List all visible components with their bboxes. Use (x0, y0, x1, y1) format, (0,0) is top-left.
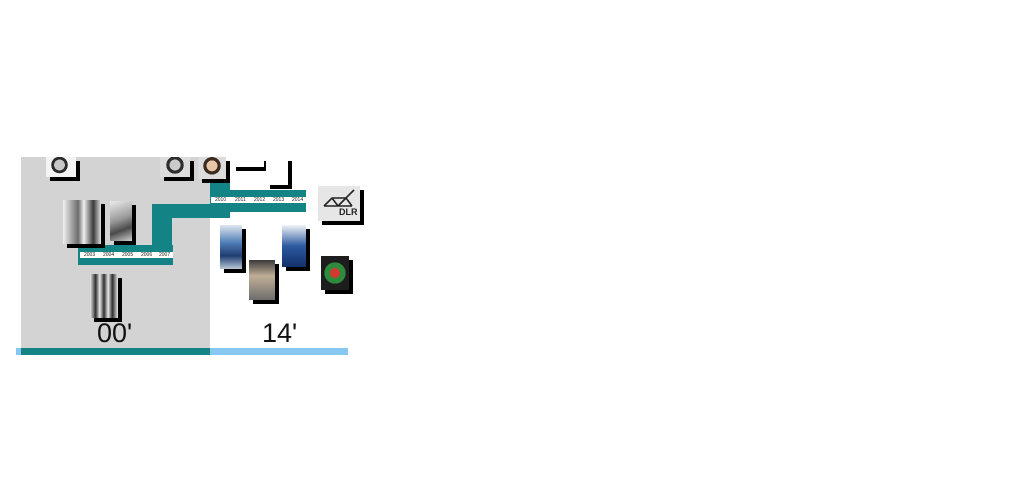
year-label: 2006 (141, 252, 153, 258)
dlr-logo-icon (323, 189, 355, 207)
timeline-lower-years: 2003 2004 2005 2006 2007 (80, 252, 173, 258)
era-label-left: 00' (97, 318, 133, 348)
photo-blue-robot-1 (220, 225, 246, 273)
era-bar-left (21, 348, 210, 355)
photo-walker-legs (90, 274, 122, 322)
photo-sketch-1 (232, 157, 268, 171)
photo-blue-robot-2 (282, 225, 310, 271)
photo-researcher (249, 260, 279, 304)
photo-sketch-legs (266, 157, 292, 189)
photo-robot-legs-2 (110, 201, 136, 245)
year-label: 2014 (292, 197, 304, 203)
dlr-logo-text: DLR (339, 207, 358, 217)
year-label: 2005 (122, 252, 134, 258)
photo-robot-legs-1 (63, 200, 105, 248)
era-bar-right (210, 348, 348, 355)
photo-university-crest (321, 256, 353, 294)
photo-portrait-top-left (46, 157, 80, 181)
timeline-upper-years: 2010 2011 2012 2013 2014 (211, 197, 306, 203)
dlr-logo: DLR (318, 186, 364, 225)
year-label: 2012 (254, 197, 266, 203)
era-bar-left-edge (16, 348, 22, 355)
year-label: 2007 (159, 252, 171, 258)
photo-portrait-man (198, 157, 230, 183)
era-label-right: 14' (262, 318, 298, 348)
photo-portrait-top-center (160, 157, 194, 181)
year-label: 2010 (215, 197, 227, 203)
year-label: 2011 (235, 197, 246, 203)
year-label: 2013 (273, 197, 285, 203)
year-label: 2003 (84, 252, 96, 258)
year-label: 2004 (103, 252, 115, 258)
